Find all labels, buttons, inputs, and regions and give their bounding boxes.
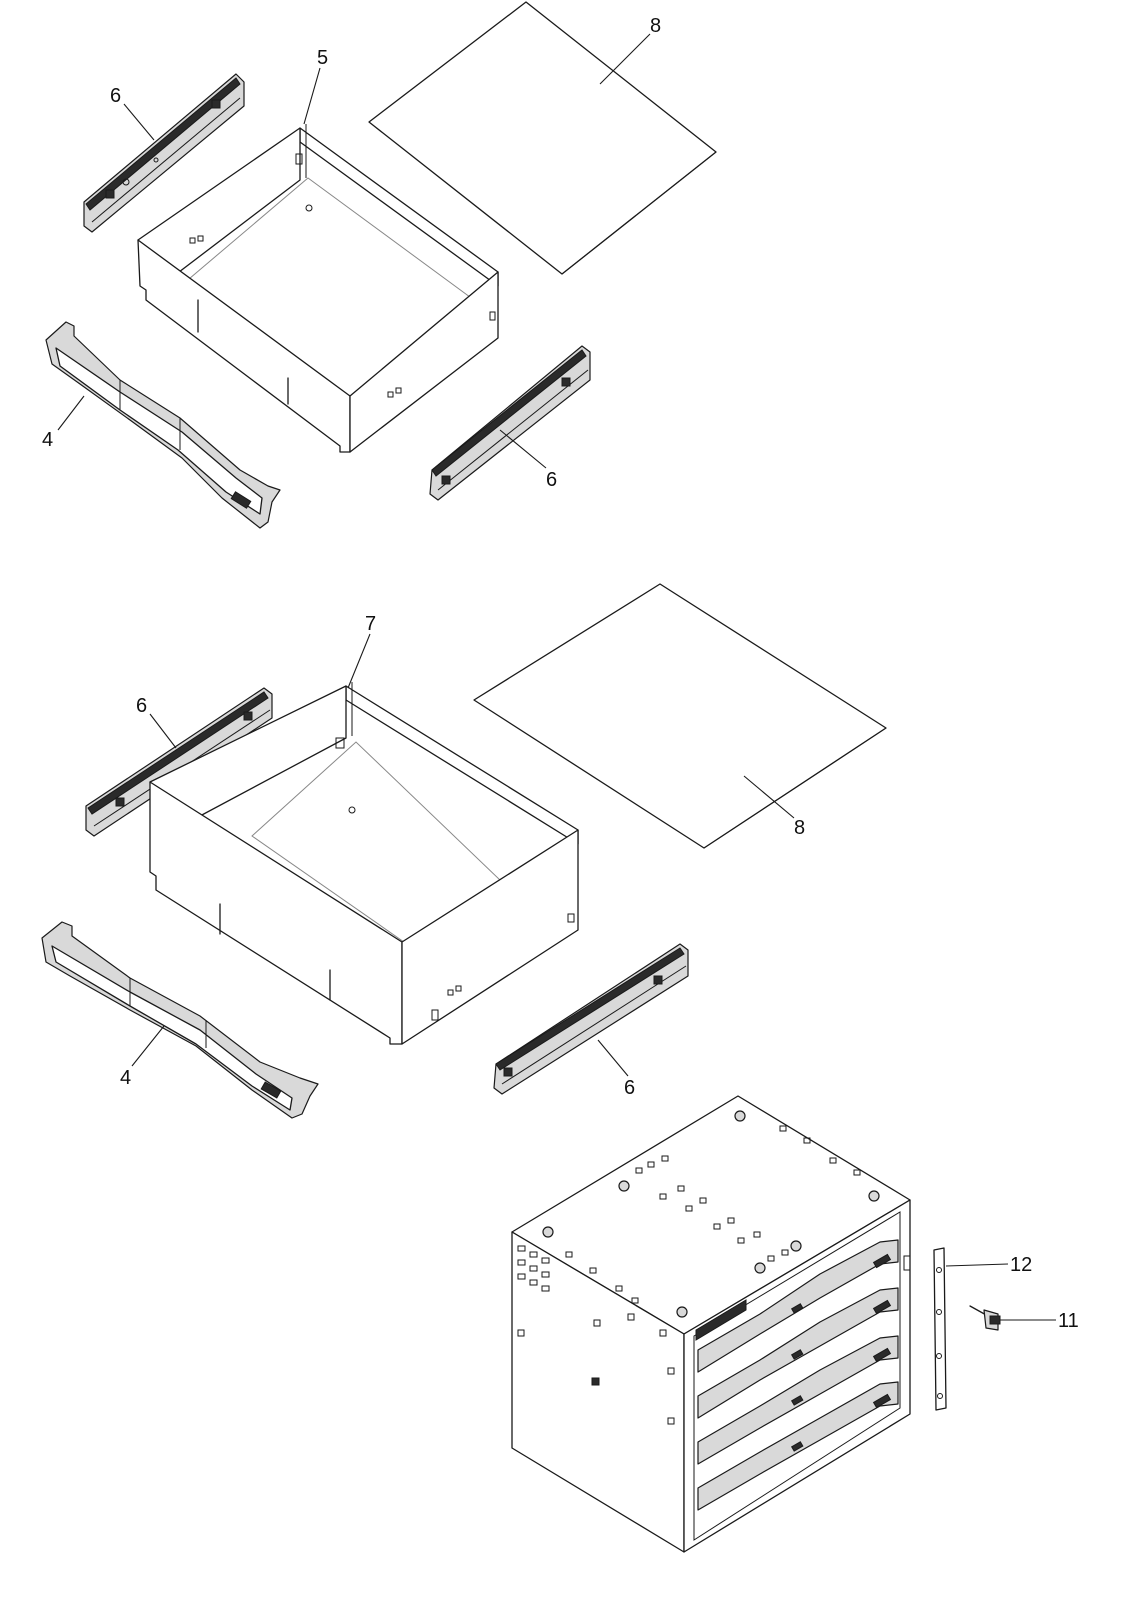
drawer-cabinet: [511, 1095, 911, 1553]
callout-6-upper-right-rail: 6: [546, 469, 557, 491]
upper-drawer-box: [137, 124, 499, 453]
lower-drawer-handle: [41, 921, 319, 1119]
callout-4-upper-handle: 4: [42, 429, 53, 451]
lock-cylinder: [969, 1305, 1001, 1331]
callout-leaders: [57, 33, 1056, 1321]
callout-5-upper-drawer: 5: [317, 47, 328, 69]
cabinet-side-vents: [517, 1245, 675, 1425]
lower-drawer-box: [149, 682, 579, 1045]
lock-bar: [933, 1247, 947, 1411]
callout-labels: 5 6 8 4 6 7 6 8 4 6 12 11: [42, 15, 1079, 1332]
cabinet-drawer-fronts: [697, 1239, 899, 1511]
upper-right-slide-rail: [429, 345, 591, 501]
callout-6-lower-right-rail: 6: [624, 1077, 635, 1099]
cabinet-label-plate: [695, 1299, 747, 1341]
lower-bottom-panel: [473, 583, 887, 849]
cabinet-top-holes: [542, 1110, 880, 1318]
upper-left-slide-rail: [83, 73, 245, 233]
callout-8-lower-panel: 8: [794, 817, 805, 839]
upper-drawer-handle: [45, 321, 281, 529]
callout-7-lower-drawer: 7: [365, 613, 376, 635]
callout-11-lock: 11: [1058, 1310, 1079, 1332]
callout-6-upper-left-rail: 6: [110, 85, 121, 107]
lower-right-slide-rail: [493, 943, 689, 1095]
callout-12-lock-bar: 12: [1010, 1254, 1032, 1276]
callout-4-lower-handle: 4: [120, 1067, 131, 1089]
callout-8-upper-panel: 8: [650, 15, 661, 37]
upper-bottom-panel: [368, 1, 717, 275]
callout-6-lower-left-rail: 6: [136, 695, 147, 717]
